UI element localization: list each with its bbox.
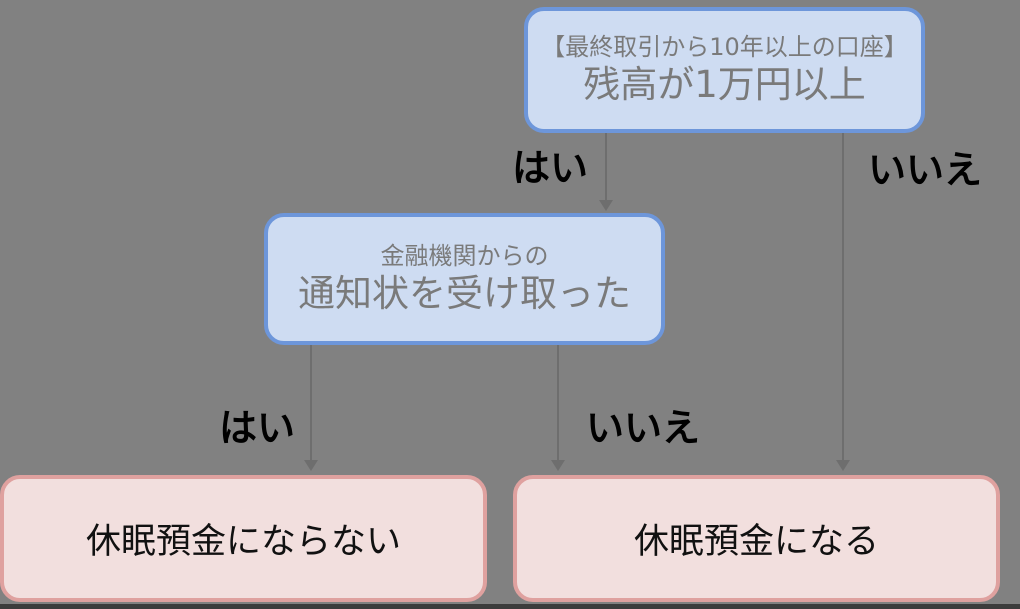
edge-label-balance-yes: はい (512, 146, 589, 190)
edge-label-notice-yes: はい (219, 406, 296, 450)
edge-label-balance-no: いいえ (868, 148, 983, 192)
arrowhead-balance-yes-icon (599, 200, 613, 211)
connector-notice-no-line (557, 345, 559, 463)
arrowhead-notice-yes-icon (304, 460, 318, 471)
node-outcome-dormant-label: 休眠預金になる (633, 522, 879, 562)
node-balance-question-title: 残高が1万円以上 (583, 63, 866, 107)
bottom-edge-strip (0, 604, 1020, 609)
node-balance-question-subtitle: 【最終取引から10年以上の口座】 (541, 33, 908, 62)
connector-balance-no-line (842, 133, 844, 463)
node-notice-question: 金融機関からの 通知状を受け取った (264, 213, 665, 345)
node-notice-question-subtitle: 金融機関からの (380, 242, 549, 271)
connector-notice-yes-line (310, 345, 312, 463)
arrowhead-notice-no-icon (551, 460, 565, 471)
connector-balance-yes-line (605, 133, 607, 203)
node-outcome-not-dormant-label: 休眠預金にならない (85, 522, 401, 562)
node-notice-question-title: 通知状を受け取った (298, 272, 631, 316)
node-balance-question: 【最終取引から10年以上の口座】 残高が1万円以上 (524, 7, 925, 133)
node-outcome-not-dormant: 休眠預金にならない (0, 475, 487, 602)
arrowhead-balance-no-icon (836, 460, 850, 471)
node-outcome-dormant: 休眠預金になる (513, 475, 1000, 602)
edge-label-notice-no: いいえ (586, 406, 701, 450)
